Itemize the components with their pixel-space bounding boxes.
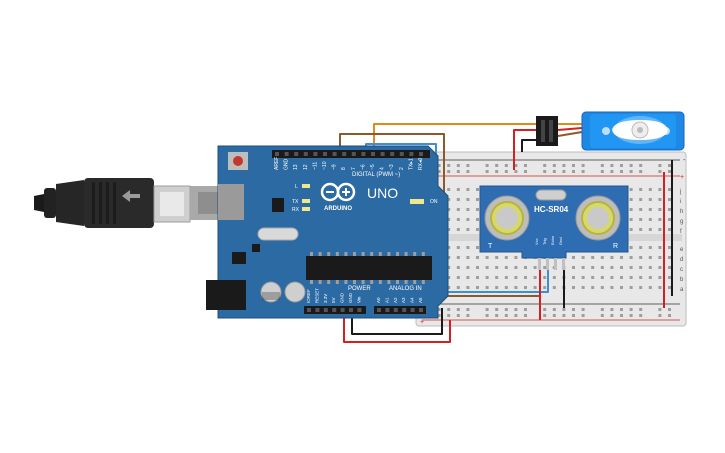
analog-pin-label: A0 <box>376 297 381 303</box>
row-letter-e: e <box>680 247 684 253</box>
sensor-pin-echo: Echo <box>550 235 555 245</box>
servo-connector <box>536 116 558 146</box>
sensor-pin-trig: Trig <box>542 238 547 245</box>
crystal <box>535 189 567 201</box>
digital-pin-label: 7 <box>351 167 357 170</box>
row-letter-f: f <box>680 229 682 235</box>
reset-button <box>233 156 243 166</box>
microcontroller-chip <box>306 256 432 280</box>
uno-logo-text: UNO <box>367 185 398 201</box>
analog-pin-label: A4 <box>410 297 415 303</box>
power-pin-label: GND <box>340 292 345 303</box>
arduino-brand-text: ARDUINO <box>324 206 352 212</box>
rail-plus-top: + <box>680 174 684 181</box>
power-pin-label: 5V <box>331 297 336 303</box>
wire-servo-power <box>513 129 536 170</box>
rail-plus-bottom: + <box>420 319 424 326</box>
power-pin-label: GND <box>348 292 353 303</box>
digital-header-holes <box>275 152 423 156</box>
row-letter-d: d <box>680 257 683 263</box>
power-pin-label: 3.3V <box>323 294 328 303</box>
digital-pin-label: ~9 <box>332 164 338 170</box>
power-pin-label: IOREF <box>306 289 311 303</box>
digital-header-label: DIGITAL (PWM ~) <box>352 172 400 178</box>
analog-header-label: ANALOG IN <box>389 286 422 292</box>
digital-pin-label: AREF <box>274 157 280 170</box>
label-rx: RX <box>292 207 300 213</box>
digital-pin-label: 12 <box>303 164 309 170</box>
label-on: ON <box>430 199 438 205</box>
digital-pin-label: ~3 <box>389 164 395 170</box>
row-letter-i: i <box>680 199 681 205</box>
power-header-label: POWER <box>348 286 371 292</box>
analog-pin-label: A1 <box>384 297 389 303</box>
power-pin-label: RESET <box>314 288 319 303</box>
digital-pin-label: ~11 <box>312 162 318 170</box>
wire-servo-ground <box>521 139 536 152</box>
sensor-t-mark: T <box>488 243 493 250</box>
digital-pin-label: ~6 <box>360 164 366 170</box>
digital-pin-label: RX◂0 <box>418 158 424 170</box>
wire-brown <box>339 133 540 297</box>
wire-gnd <box>351 306 443 335</box>
sensor-pin-vcc: Vcc <box>534 238 539 245</box>
usb-cable <box>34 178 244 228</box>
digital-pin-label: 2 <box>399 167 405 170</box>
arduino-logo-icon <box>320 182 356 202</box>
sensor-r-mark: R <box>613 243 618 250</box>
digital-pin-label: 13 <box>293 164 299 170</box>
power-pin-label: Vin <box>356 296 361 303</box>
servo-motor <box>536 111 685 151</box>
label-tx: TX <box>292 199 299 205</box>
receiver <box>575 195 621 241</box>
digital-header <box>272 150 430 158</box>
sensor-pin-gnd: Gnd <box>558 237 563 245</box>
digital-pin-label: 8 <box>341 167 347 170</box>
digital-pin-label: ~5 <box>370 164 376 170</box>
analog-pin-label: A2 <box>393 297 398 303</box>
rail-minus-top: - <box>683 157 686 164</box>
transmitter <box>484 195 530 241</box>
row-letter-h: h <box>680 209 683 215</box>
digital-pin-label: GND <box>284 159 290 171</box>
digital-pin-label: ~10 <box>322 161 328 170</box>
sensor-model-label: HC-SR04 <box>534 205 569 214</box>
analog-header <box>374 306 426 314</box>
digital-pin-label: TX▸1 <box>408 158 414 170</box>
wire-5v <box>343 306 451 343</box>
row-letter-g: g <box>680 219 683 225</box>
row-letter-j: j <box>679 189 681 195</box>
usb-icon <box>122 190 140 202</box>
label-l: L <box>295 184 298 190</box>
digital-pin-label: 4 <box>380 167 386 170</box>
analog-pin-label: A3 <box>401 297 406 303</box>
row-letter-a: a <box>680 287 684 293</box>
ultrasonic-sensor: HC-SR04 T R Vcc Trig Echo Gnd <box>479 185 629 270</box>
row-letter-c: c <box>680 267 683 273</box>
power-jack <box>206 280 246 310</box>
analog-pin-label: A5 <box>418 297 423 303</box>
row-letter-b: b <box>680 277 684 283</box>
